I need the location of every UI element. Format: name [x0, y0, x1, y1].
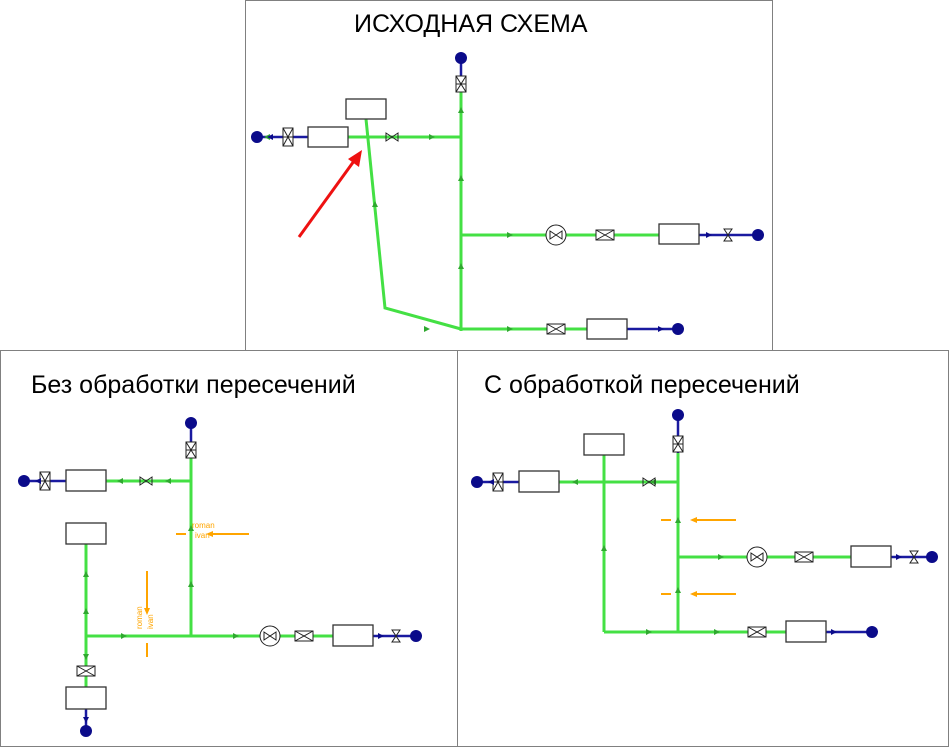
panel-without-intersections: Без обработки пересечений: [0, 350, 458, 747]
equipment-box: [65, 522, 107, 545]
arrow-icon: [83, 654, 89, 660]
equipment-box: [345, 98, 387, 120]
arrow-icon: [601, 545, 607, 551]
panel-title: С обработкой пересечений: [484, 371, 800, 399]
node-icon: [251, 131, 263, 143]
pipes-green: [559, 453, 851, 634]
annotation-tag: roman: [192, 521, 215, 530]
pipes-blue: [477, 416, 932, 634]
check-valve-icon: [909, 550, 919, 564]
gate-valve-icon: [455, 75, 467, 93]
pointer-arrow: [297, 150, 362, 238]
equipment-box: [785, 620, 827, 643]
node-icon: [866, 626, 878, 638]
arrow-icon: [424, 326, 430, 332]
gate-valve-icon: [282, 127, 294, 147]
scheme-with: [471, 409, 938, 643]
gate-valve-icon: [595, 229, 615, 241]
arrow-icon: [572, 479, 578, 485]
arrow-icon: [188, 525, 194, 531]
gate-valve-icon: [492, 472, 504, 492]
gate-valve-icon: [546, 323, 566, 335]
pump-icon: [746, 546, 768, 568]
node-icon: [471, 476, 483, 488]
arrow-icon: [233, 633, 239, 639]
equipment-box: [583, 433, 625, 456]
arrow-icon: [188, 581, 194, 587]
annotation-tag: ivan: [146, 614, 155, 629]
check-valve-icon: [385, 132, 399, 142]
node-icon: [80, 725, 92, 737]
arrow-icon: [121, 633, 127, 639]
equipment-box: [307, 126, 349, 148]
arrow-icon: [675, 517, 681, 523]
arrow-icon: [458, 263, 464, 269]
gate-valve-icon: [39, 471, 51, 491]
equipment-box: [658, 223, 700, 245]
arrow-icon: [718, 554, 724, 560]
node-icon: [18, 475, 30, 487]
gate-valve-icon: [185, 441, 197, 459]
flow-arrows: [264, 107, 513, 332]
node-icon: [455, 52, 467, 64]
annotation-tag: roman: [135, 606, 144, 629]
annotation-tag: ivan: [195, 531, 210, 540]
scheme-without: roman ivan roman ivan: [18, 417, 422, 737]
node-icon: [410, 630, 422, 642]
check-valve-icon: [391, 629, 401, 643]
arrow-icon: [458, 107, 464, 113]
arrow-icon: [117, 478, 123, 484]
gate-valve-icon: [76, 665, 96, 677]
node-icon: [752, 229, 764, 241]
panel-with-intersections: С обработкой пересечений: [457, 350, 949, 747]
pump-icon: [259, 625, 281, 647]
flow-arrows: [83, 478, 239, 660]
scheme-original: [251, 52, 764, 340]
intersection-annotation: roman ivan: [135, 571, 155, 657]
arrow-icon: [458, 175, 464, 181]
arrow-icon: [429, 134, 435, 140]
panel-title: ИСХОДНАЯ СХЕМА: [354, 10, 588, 38]
arrow-icon: [372, 201, 378, 207]
node-icon: [926, 551, 938, 563]
check-valve-icon: [723, 228, 733, 242]
node-icon: [672, 323, 684, 335]
pipes-green: [84, 453, 333, 687]
intersection-annotation: [661, 517, 736, 523]
arrow-icon: [507, 232, 513, 238]
check-valve-icon: [139, 476, 153, 486]
arrow-icon: [83, 571, 89, 577]
intersection-annotation: [661, 591, 736, 597]
gate-valve-icon: [672, 435, 684, 453]
panel-title: Без обработки пересечений: [31, 371, 356, 399]
gate-valve-icon: [294, 630, 314, 642]
pipes-green: [348, 79, 659, 331]
arrow-icon: [165, 478, 171, 484]
equipment-box: [850, 545, 892, 568]
pipes-blue: [257, 59, 758, 331]
arrow-icon: [714, 629, 720, 635]
panel-original-scheme: ИСХОДНАЯ СХЕМА: [245, 0, 773, 352]
equipment-box: [332, 624, 374, 647]
gate-valve-icon: [747, 626, 767, 638]
node-icon: [185, 417, 197, 429]
arrow-icon: [675, 587, 681, 593]
arrow-icon: [646, 629, 652, 635]
arrow-icon: [83, 608, 89, 614]
equipment-box: [586, 318, 628, 340]
check-valve-icon: [642, 477, 656, 487]
equipment-box: [518, 470, 560, 493]
gate-valve-icon: [794, 551, 814, 563]
node-icon: [672, 409, 684, 421]
equipment-box: [65, 469, 107, 492]
equipment-box: [65, 686, 107, 710]
pump-icon: [545, 224, 567, 246]
arrow-icon: [507, 326, 513, 332]
intersection-annotation: roman ivan: [176, 521, 249, 540]
